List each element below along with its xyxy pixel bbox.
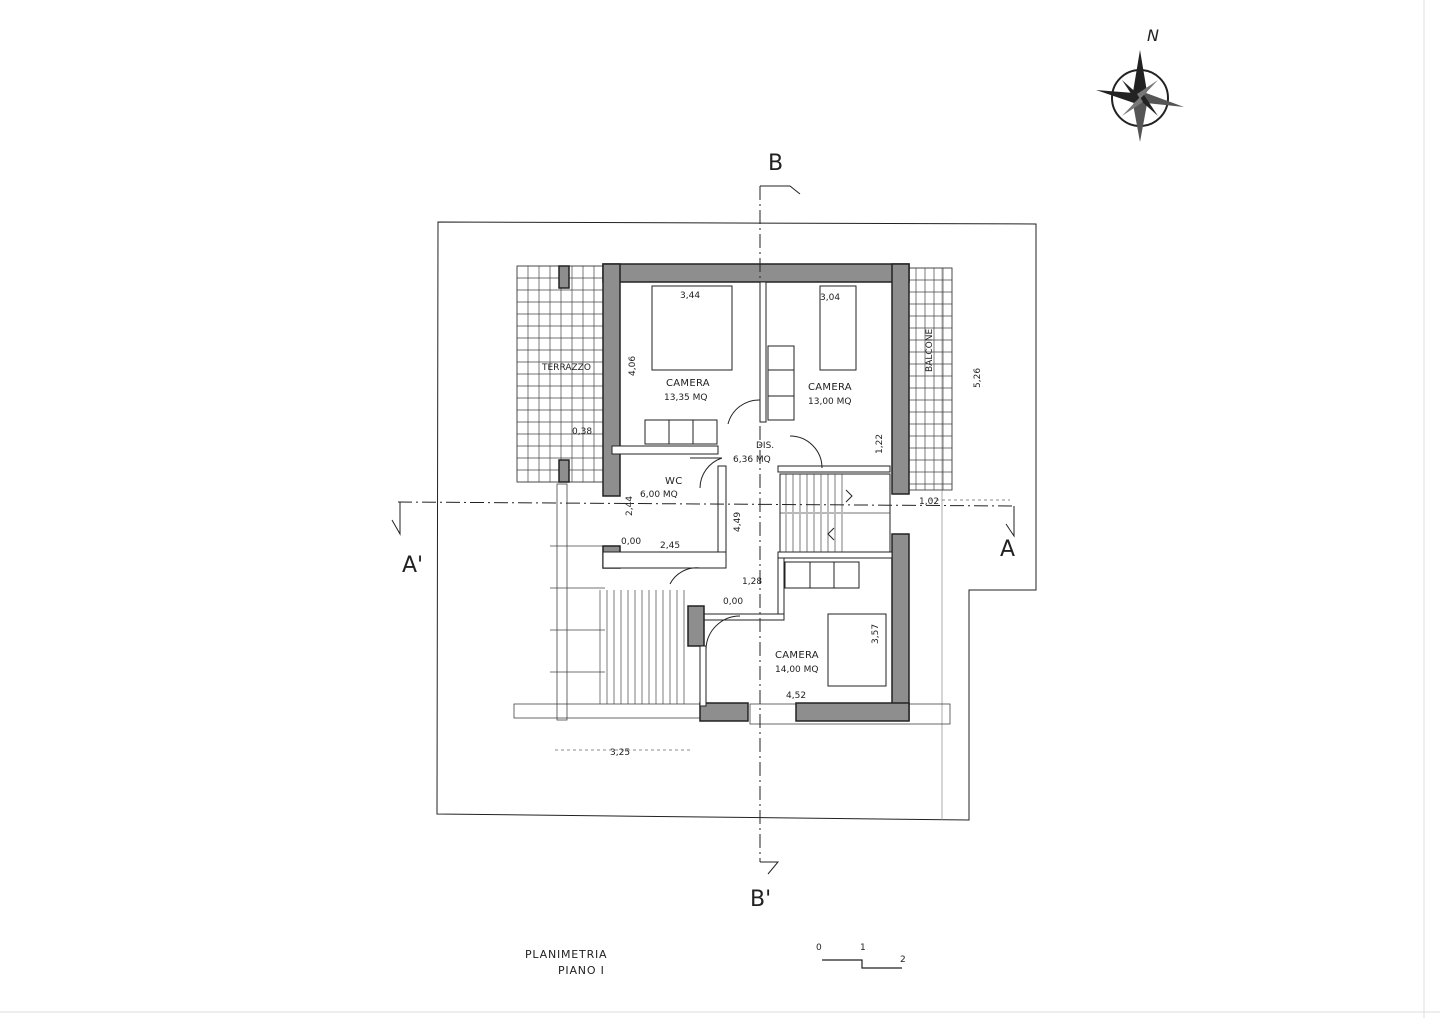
door-swings xyxy=(669,399,823,651)
section-a-left-arrow xyxy=(391,502,401,536)
dim-2-44: 2,44 xyxy=(625,496,635,516)
dim-5-26: 5,26 xyxy=(973,368,983,388)
dim-1-22: 1,22 xyxy=(875,434,885,454)
section-b-top-label: B xyxy=(768,151,783,176)
dim-4-06: 4,06 xyxy=(628,356,638,376)
north-compass-icon: N xyxy=(1096,26,1184,142)
dim-3-25: 3,25 xyxy=(610,748,630,758)
internal-stair xyxy=(779,473,891,553)
camera1-name: CAMERA xyxy=(666,378,710,389)
scale-label-1: 1 xyxy=(860,943,866,953)
dim-4-49: 4,49 xyxy=(733,512,743,532)
camera1-area: 13,35 MQ xyxy=(664,393,707,403)
camera3-name: CAMERA xyxy=(775,650,819,661)
balcone-tiles xyxy=(906,267,953,491)
dim-4-52: 4,52 xyxy=(786,691,806,701)
wc-name: WC xyxy=(665,476,682,487)
walls xyxy=(558,263,910,722)
section-b-bottom-label: B' xyxy=(750,887,771,912)
dim-2-45: 2,45 xyxy=(660,541,680,551)
dis-name: DIS. xyxy=(756,441,774,451)
property-outline xyxy=(436,221,1037,821)
terrazzo-label: TERRAZZO xyxy=(541,363,591,373)
plan-title-line2: PIANO I xyxy=(558,964,605,977)
dim-0-38: 0,38 xyxy=(572,427,592,437)
section-line-a xyxy=(397,501,1015,507)
scale-label-0: 0 xyxy=(816,943,822,953)
scale-bar: 0 1 2 xyxy=(816,943,906,969)
wc-area: 6,00 MQ xyxy=(640,490,678,500)
dim-1-28: 1,28 xyxy=(742,577,762,587)
dim-3-04: 3,04 xyxy=(820,293,840,303)
section-b-bottom-arrow xyxy=(760,861,780,875)
dim-0-00-a: 0,00 xyxy=(621,537,641,547)
section-a-right-label: A xyxy=(1000,537,1015,562)
section-a-left-label: A' xyxy=(402,553,423,578)
north-label: N xyxy=(1147,26,1159,45)
external-stair xyxy=(513,483,951,725)
balcone-label: BALCONE xyxy=(925,329,935,372)
terrazzo-tiles xyxy=(516,265,606,483)
furniture xyxy=(644,285,887,687)
dim-3-57: 3,57 xyxy=(871,624,881,644)
camera2-area: 13,00 MQ xyxy=(808,397,851,407)
dim-0-00-b: 0,00 xyxy=(723,597,743,607)
plan-title-line1: PLANIMETRIA xyxy=(525,948,607,961)
section-a-right-arrow xyxy=(1005,506,1015,538)
dim-3-44: 3,44 xyxy=(680,291,700,301)
section-b-top-arrow xyxy=(760,185,801,195)
dim-1-02: 1,02 xyxy=(919,497,939,507)
dis-area: 6,36 MQ xyxy=(733,455,771,465)
camera3-area: 14,00 MQ xyxy=(775,665,818,675)
camera2-name: CAMERA xyxy=(808,382,852,393)
scale-label-2: 2 xyxy=(900,955,906,965)
dimension-labels: 3,44 3,04 4,06 5,26 0,38 1,22 1,02 2,44 … xyxy=(555,291,1010,758)
